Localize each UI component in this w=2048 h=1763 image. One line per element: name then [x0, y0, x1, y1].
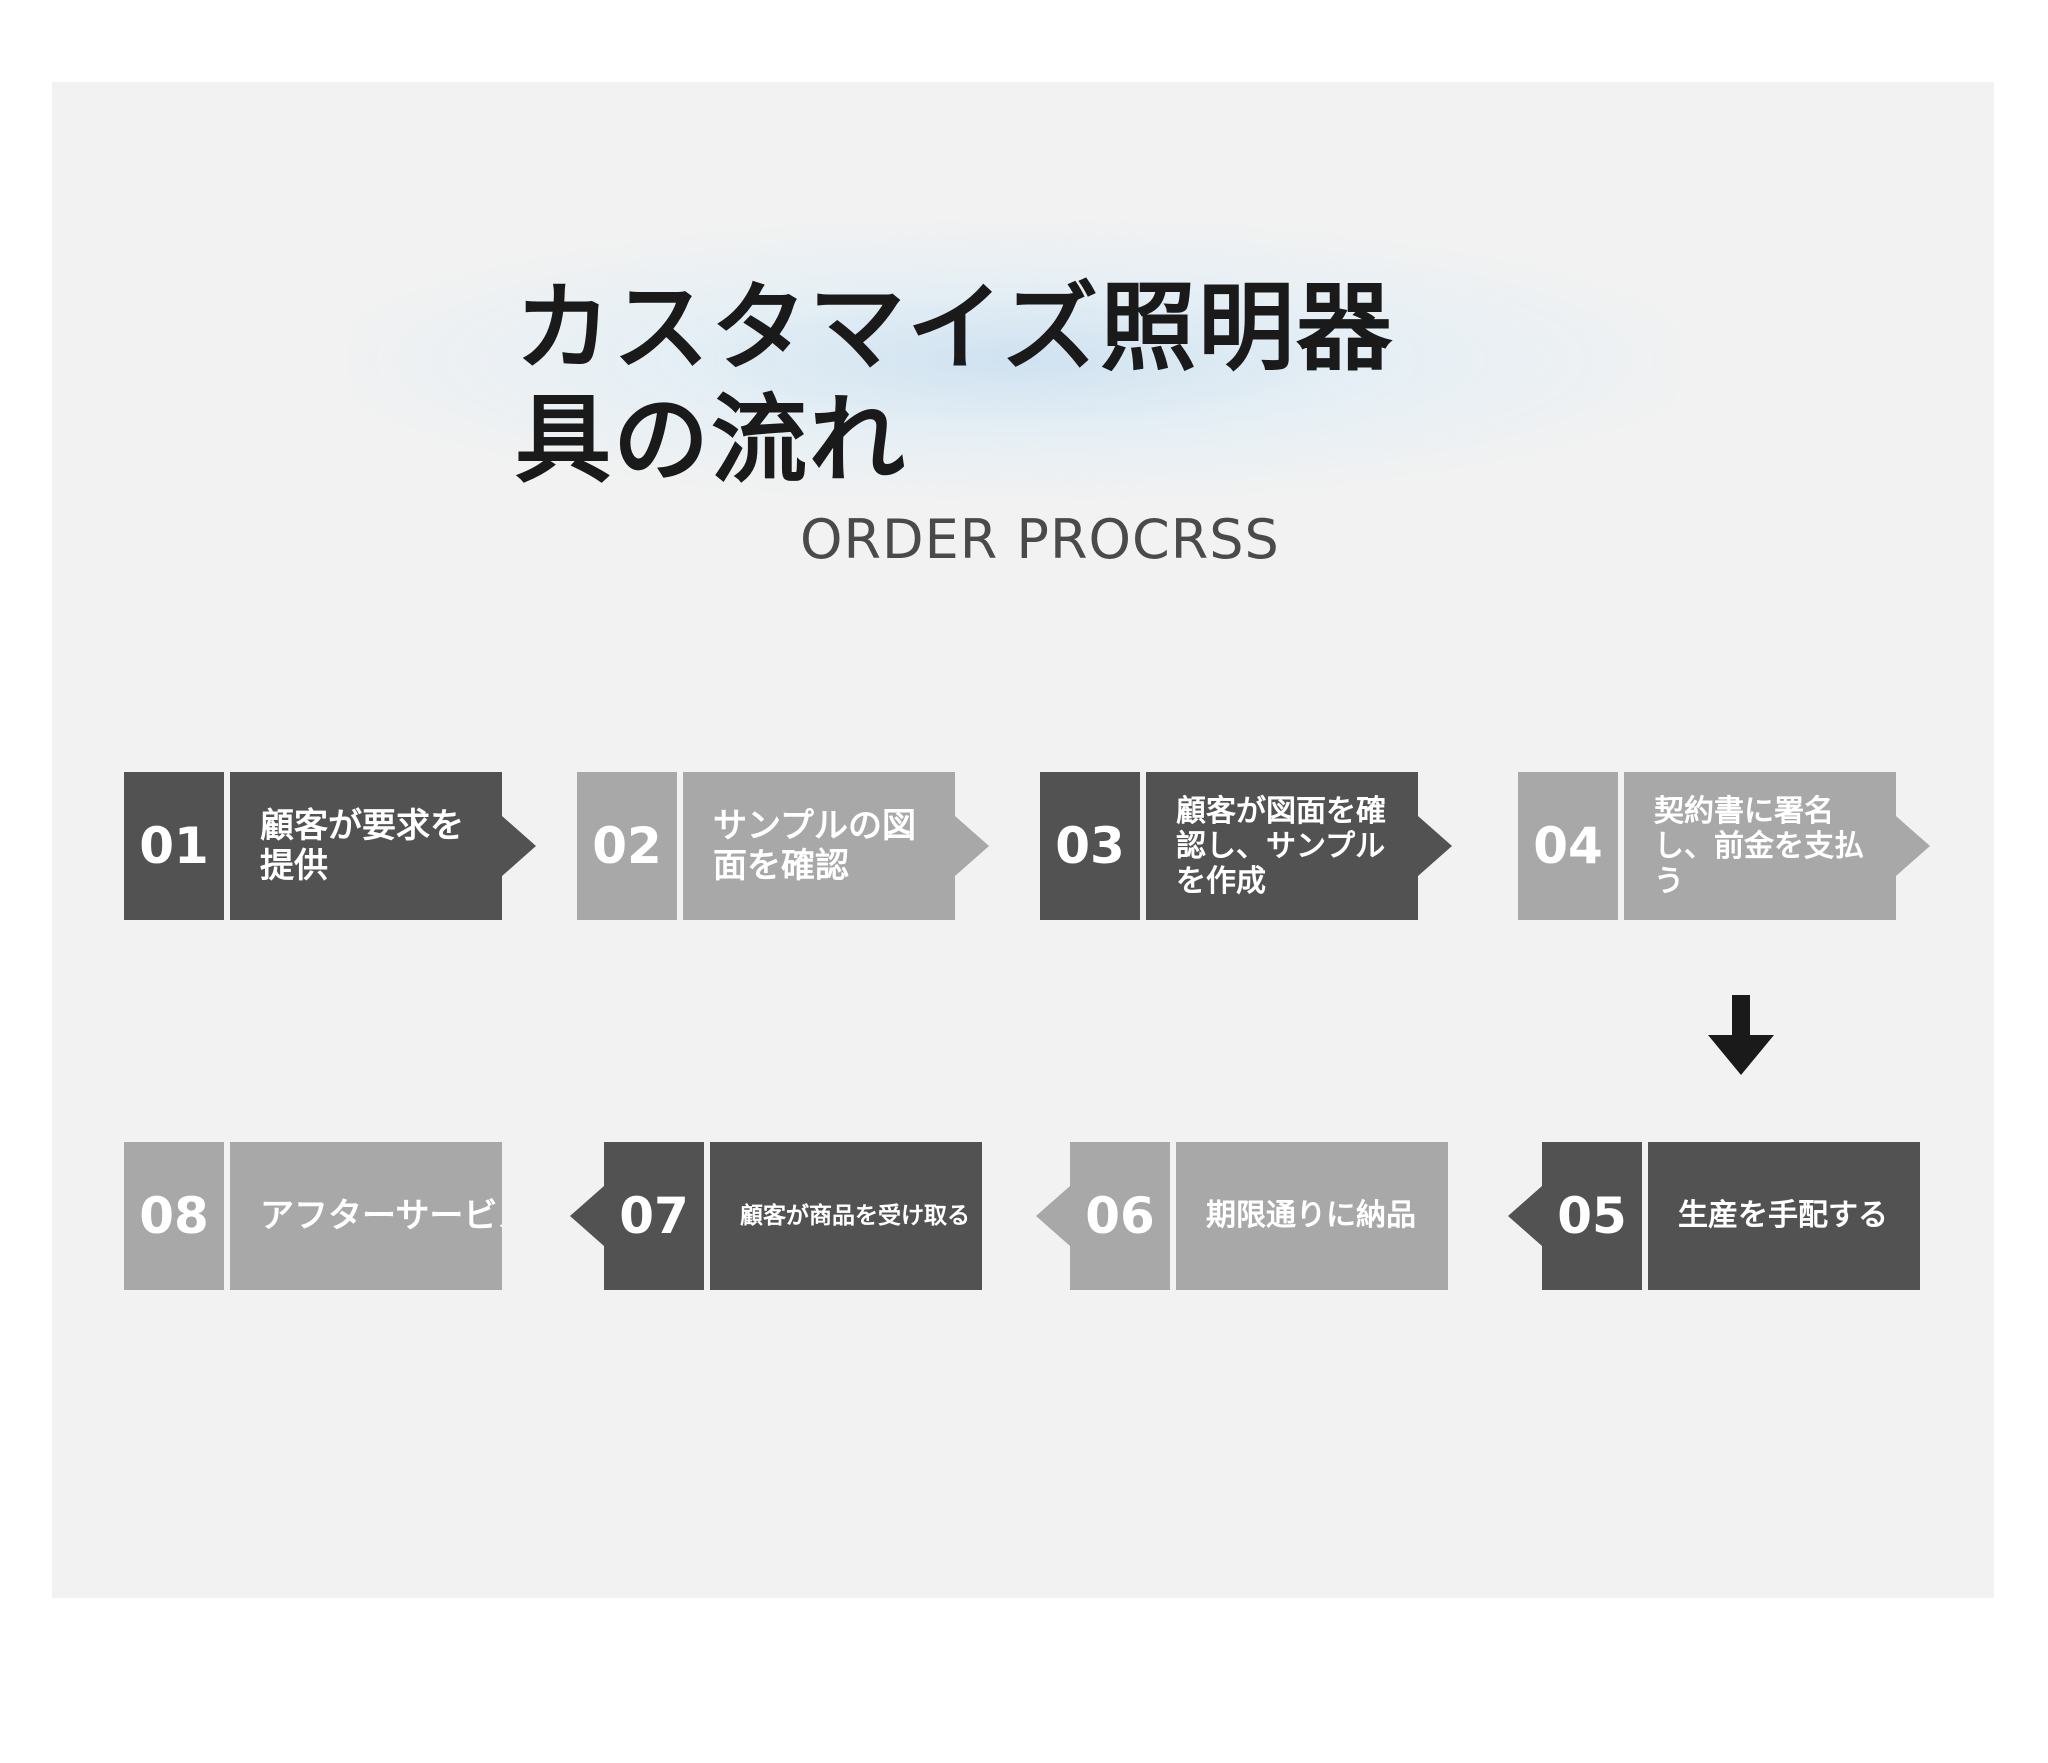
step-05: 05 生産を手配する [1508, 1142, 1922, 1290]
page-subtitle: ORDER PROCRSS [800, 508, 1280, 571]
step-07: 07 顧客が商品を受け取る [570, 1142, 984, 1290]
step-label: 顧客が商品を受け取る [710, 1142, 982, 1290]
step-number: 04 [1518, 772, 1618, 920]
arrow-left-icon [570, 1186, 604, 1246]
arrow-left-icon [1508, 1186, 1542, 1246]
step-label: 生産を手配する [1648, 1142, 1920, 1290]
step-03: 03 顧客が図面を確認し、サンプルを作成 [1040, 772, 1460, 920]
step-label: 顧客が図面を確認し、サンプルを作成 [1146, 772, 1418, 920]
step-08: 08 アフターサービス [124, 1142, 504, 1290]
step-number: 05 [1542, 1142, 1642, 1290]
arrow-right-icon [1418, 816, 1452, 876]
step-label: アフターサービス [230, 1142, 502, 1290]
step-number: 06 [1070, 1142, 1170, 1290]
step-label: サンプルの図面を確認 [683, 772, 955, 920]
step-number: 08 [124, 1142, 224, 1290]
step-06: 06 期限通りに納品 [1036, 1142, 1450, 1290]
step-number: 02 [577, 772, 677, 920]
step-02: 02 サンプルの図面を確認 [577, 772, 997, 920]
arrow-left-icon [1036, 1186, 1070, 1246]
page-title: カスタマイズ照明器具の流れ [515, 272, 1395, 496]
step-04: 04 契約書に署名し、前金を支払う [1518, 772, 1938, 920]
step-number: 03 [1040, 772, 1140, 920]
arrow-right-icon [502, 816, 536, 876]
step-label: 契約書に署名し、前金を支払う [1624, 772, 1896, 920]
step-number: 01 [124, 772, 224, 920]
step-01: 01 顧客が要求を提供 [124, 772, 544, 920]
arrow-right-icon [1896, 816, 1930, 876]
arrow-down-icon [1708, 995, 1774, 1075]
arrow-right-icon [955, 816, 989, 876]
step-label: 期限通りに納品 [1176, 1142, 1448, 1290]
title-glow-decoration [350, 225, 1680, 495]
step-number: 07 [604, 1142, 704, 1290]
step-label: 顧客が要求を提供 [230, 772, 502, 920]
